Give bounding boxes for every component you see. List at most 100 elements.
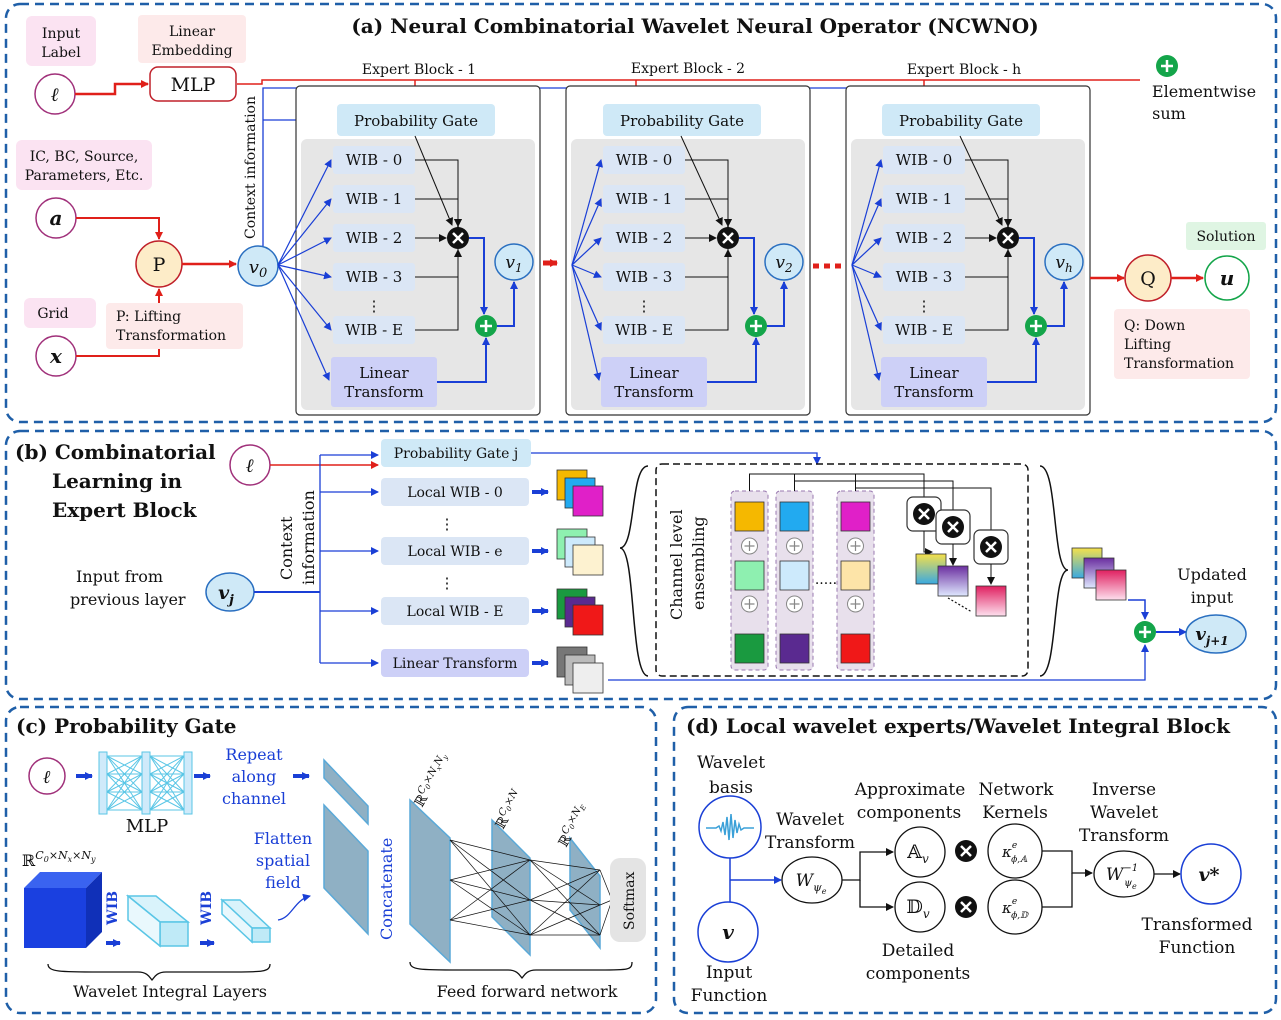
- node-ell-c-label: ℓ: [43, 767, 51, 788]
- node-vj1: [1185, 614, 1247, 654]
- input-v-node: [697, 901, 759, 963]
- ffn-space-label: ℝC0×NxNy: [410, 750, 455, 810]
- panel-b-border: [4, 429, 1278, 701]
- panel-b-title-2: Learning in: [52, 469, 183, 493]
- output-node-v: v: [775, 253, 785, 273]
- wib-label: WIB - 0: [896, 151, 953, 169]
- local-wib-label: Local WIB - E: [407, 604, 504, 620]
- transformed-line1: Transformed: [1142, 915, 1253, 935]
- mlp-network-icon: [98, 751, 193, 815]
- linear-transform-line1: Linear: [629, 364, 679, 382]
- feature-map: [572, 485, 604, 517]
- multiply-x: [1002, 232, 1014, 244]
- wib-box: [333, 224, 415, 252]
- space-sup: 0: [424, 782, 433, 790]
- space-symbol-input: ℝ: [22, 851, 36, 870]
- feature-map: [572, 544, 604, 576]
- flatten-plane: [323, 803, 369, 936]
- link-column-multiply: [855, 487, 992, 531]
- arrow-wibE-multiply: [415, 249, 462, 331]
- output-node-sub: h: [1065, 261, 1073, 275]
- ffn-edge: [449, 919, 531, 936]
- wavelet-transform-line1: Wavelet: [776, 810, 844, 830]
- wib-label: WIB - 0: [346, 151, 403, 169]
- ic-bc-line2: Parameters, Etc.: [25, 168, 144, 184]
- sum-plus-b: [1139, 626, 1151, 638]
- arrow-transform-detail: [859, 880, 894, 911]
- arrow-flatten: [277, 893, 311, 921]
- kernel-detail-node: [987, 879, 1043, 935]
- input-function-line1: Input: [706, 963, 752, 983]
- linear-transform-box-b: [381, 649, 529, 677]
- ffn-space-label: ℝC0×N: [491, 786, 528, 832]
- linear-embedding-box: [138, 15, 246, 63]
- wib-ellipsis: ⋮: [637, 297, 652, 315]
- wib-label: WIB - 2: [616, 229, 673, 247]
- solution-label: Solution: [1196, 229, 1255, 245]
- probability-gate-label: Probability Gate: [354, 112, 478, 130]
- output-node-sub: 1: [515, 261, 523, 275]
- ffn-layer-0: [409, 798, 451, 964]
- grid-label: Grid: [37, 306, 68, 322]
- ic-bc-box: [16, 140, 152, 190]
- arrow-to-wib: [571, 237, 602, 266]
- space-sup: y: [441, 753, 451, 762]
- prob-gate-j-label: Probability Gate j: [394, 446, 518, 462]
- arrow-to-wib: [277, 237, 332, 266]
- channel-cell: [734, 501, 765, 532]
- channel-level-line1: Channel level: [667, 509, 686, 620]
- arrow-sum-output: [1047, 281, 1068, 327]
- input-function-line2: Function: [691, 986, 768, 1006]
- context-b-line1: Context: [277, 516, 296, 580]
- local-wib-box: [381, 597, 529, 625]
- mlp-label-c: MLP: [126, 816, 169, 837]
- arrow-linear-sum: [608, 644, 1149, 681]
- node-q-label: Q: [1140, 268, 1156, 290]
- wib-box: [603, 185, 685, 213]
- left-brace: [619, 465, 649, 677]
- output-node-label: v1: [505, 253, 522, 275]
- panel-a-title: (a) Neural Combinatorial Wavelet Neural …: [351, 14, 1038, 38]
- wib-box: [333, 146, 415, 174]
- wib-ellipsis: ⋮: [367, 297, 382, 315]
- arrow-gate-multiply: [959, 135, 1003, 226]
- node-a-label: a: [50, 206, 63, 230]
- ffn-layer-1: [491, 818, 531, 957]
- node-ell-b-label: ℓ: [246, 455, 254, 477]
- kernel-approx-node: [987, 823, 1043, 879]
- wil-brace: [47, 963, 271, 981]
- channel-plus: [850, 541, 861, 551]
- panel-b-title-1: (b) Combinatorial: [15, 440, 216, 464]
- arrow-to-wib: [851, 264, 882, 279]
- multiply-x-detail: [960, 901, 972, 913]
- arrow-to-wib: [571, 159, 603, 266]
- mlp-box-a: [149, 66, 237, 102]
- multiply-x-approx: [960, 845, 972, 857]
- arrow-linear-sum: [707, 337, 760, 383]
- expert-label-h: Expert Block - h: [907, 62, 1021, 78]
- linear-transform-label-b: Linear Transform: [393, 656, 518, 672]
- multiply-x-b: [985, 541, 997, 553]
- arrow-sum-output: [497, 281, 518, 327]
- arrow-gatej-ensemble: [531, 452, 821, 465]
- approx-node: [894, 826, 946, 878]
- channel-cell: [779, 501, 810, 532]
- panel-a: (a) Neural Combinatorial Wavelet Neural …: [4, 2, 1278, 424]
- inverse-line3: Transform: [1079, 826, 1169, 846]
- wib-box: [883, 185, 965, 213]
- space-sup: 0: [568, 822, 577, 830]
- arrow-to-wib: [851, 237, 882, 266]
- channel-plus: [744, 599, 755, 609]
- ffn-space-label: ℝC0×NE: [554, 801, 593, 850]
- down-lifting-line3: Transformation: [1124, 356, 1234, 372]
- space-sup: x: [435, 765, 444, 772]
- multiply-x: [722, 232, 734, 244]
- output-node-v: v: [1055, 253, 1065, 273]
- elementwise-plus: [1161, 60, 1173, 72]
- wib-label: WIB - 1: [896, 190, 953, 208]
- node-ell-c: [28, 757, 66, 795]
- arrow-kernel-inverse-a: [1042, 850, 1093, 877]
- input-prev-line1: Input from: [76, 567, 163, 586]
- output-node-sub: 2: [784, 261, 793, 275]
